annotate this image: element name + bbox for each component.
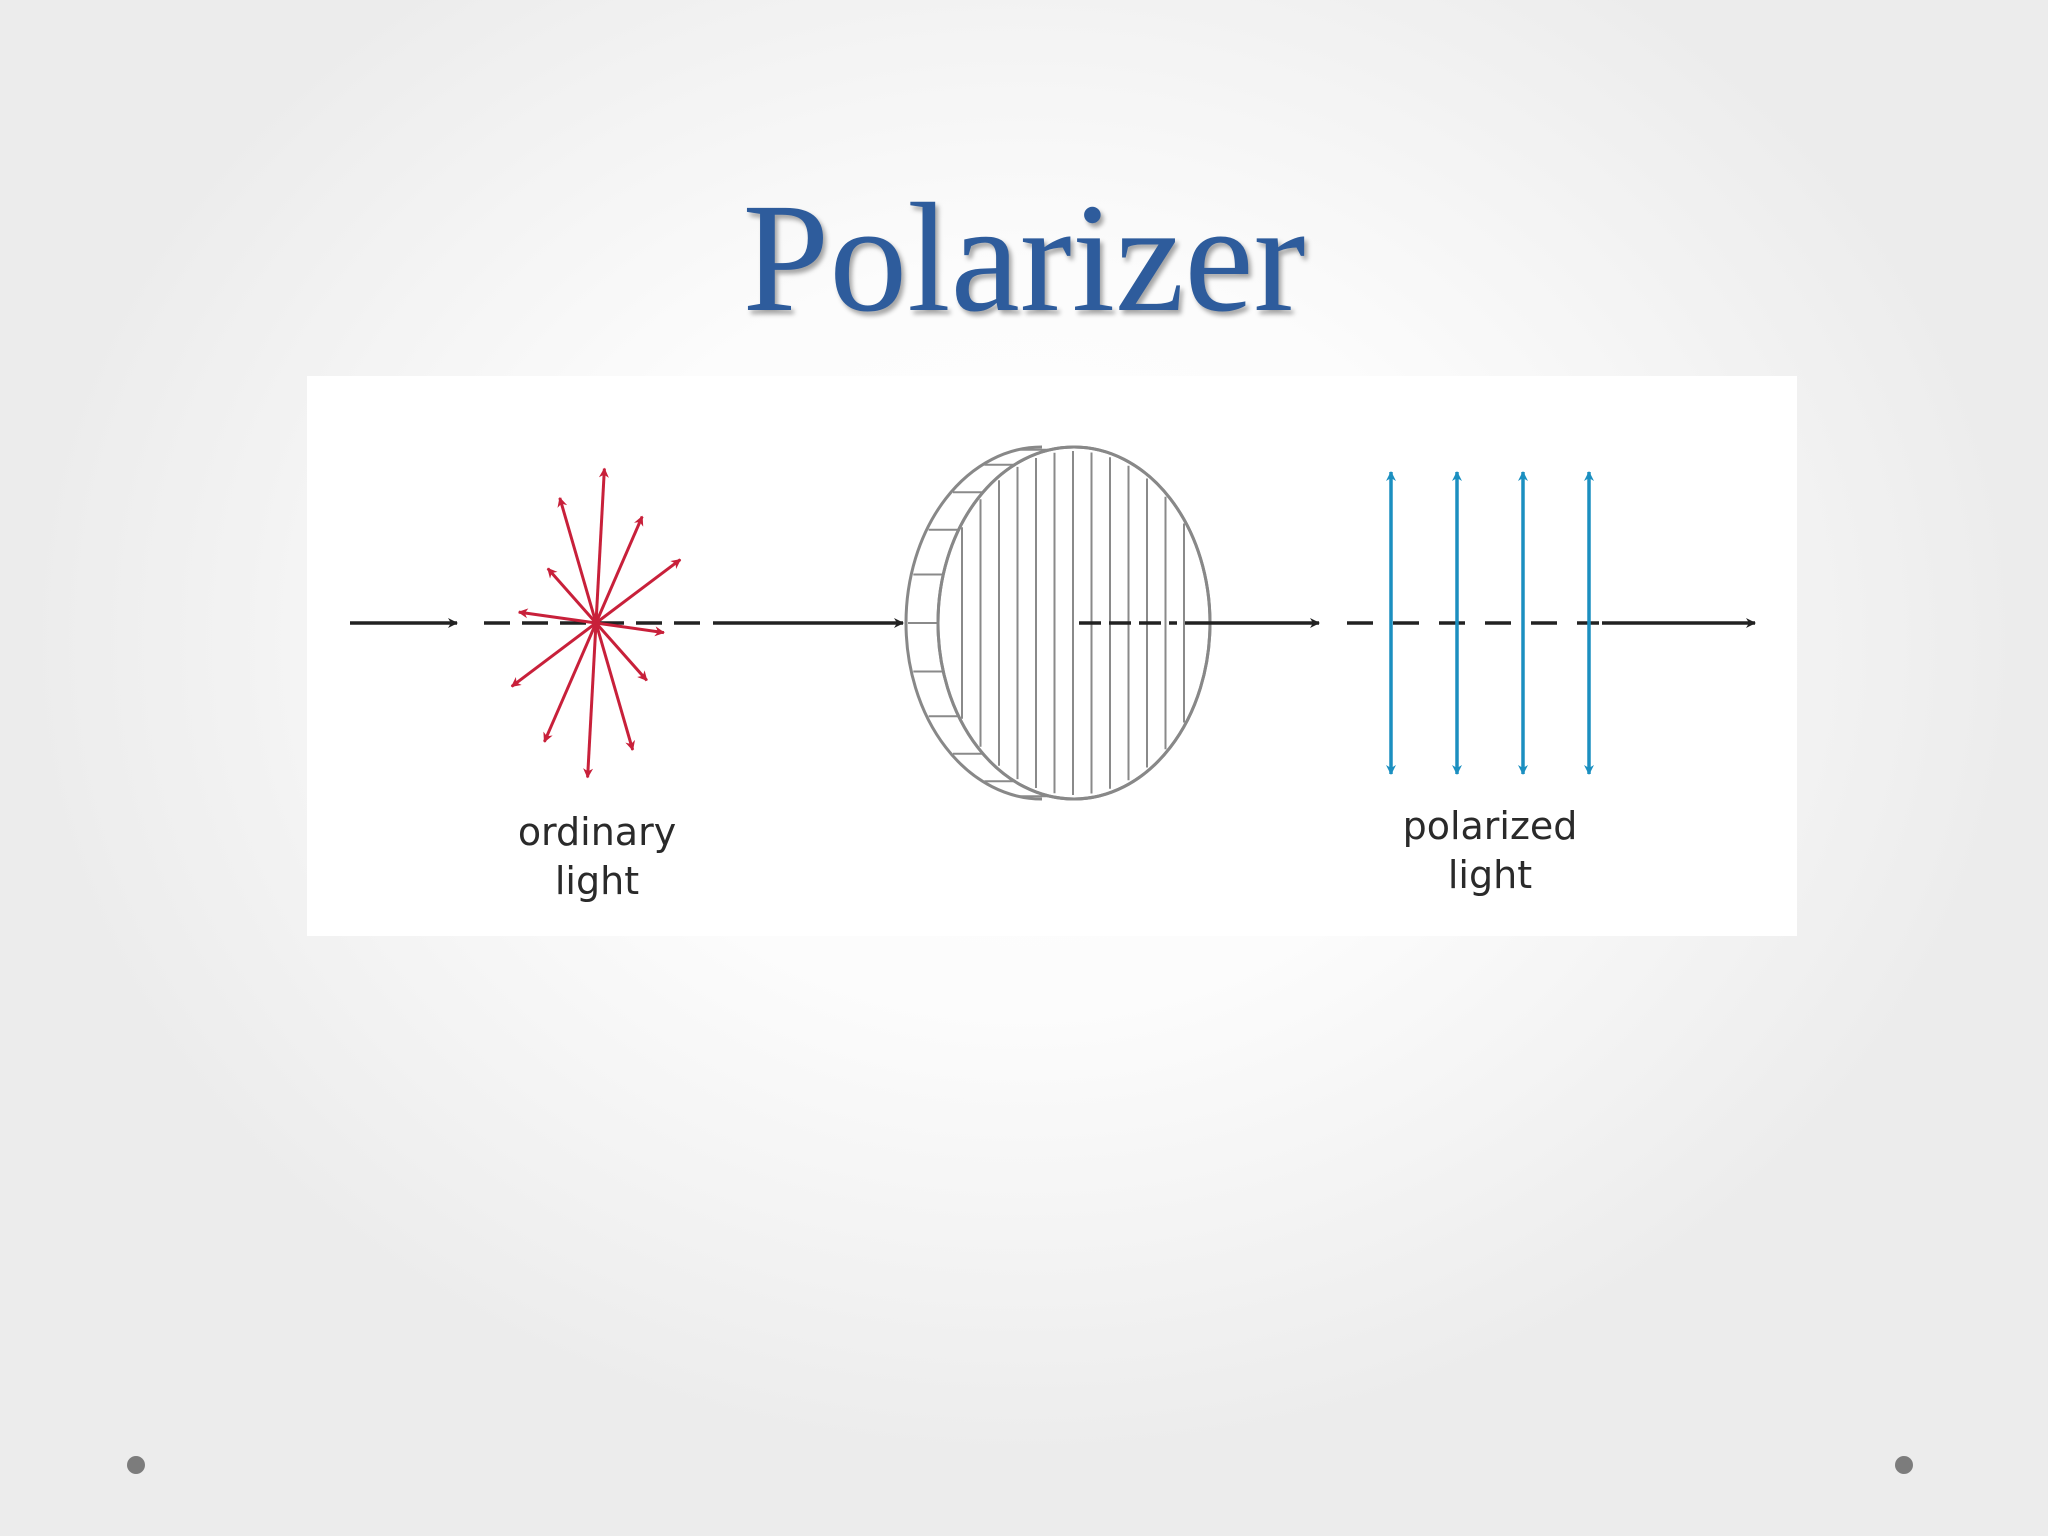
ordinary-light-vector (583, 622, 598, 779)
bottom-right-dot (1895, 1456, 1913, 1474)
ordinary-light-vector (594, 622, 636, 751)
ordinary-light-label-line2: light (555, 859, 639, 903)
bottom-left-dot (127, 1456, 145, 1474)
ordinary-light-vector (517, 608, 597, 625)
ordinary-light-vector (595, 621, 665, 637)
ordinary-light-label-line1: ordinary (518, 810, 676, 854)
slide-title: Polarizer (742, 171, 1306, 344)
ordinary-light-vector (546, 567, 598, 624)
polarized-light-label-line1: polarized (1403, 804, 1578, 848)
ordinary-light-vector (543, 622, 598, 743)
ordinary-light-vector (510, 621, 597, 688)
ordinary-light-vector (594, 515, 644, 624)
polarizer-filter (904, 445, 1212, 801)
ordinary-light-vector (595, 558, 682, 625)
filter-rim (908, 448, 1051, 798)
polarized-light-vectors (1386, 471, 1594, 775)
ordinary-light-vector (594, 622, 648, 682)
ordinary-light-vector (557, 496, 598, 624)
polarizer-diagram: ordinary light polarized light (307, 376, 1797, 936)
polarized-light-label-line2: light (1448, 853, 1532, 897)
ordinary-light-vectors (510, 467, 682, 779)
ordinary-light-vector (594, 467, 609, 624)
